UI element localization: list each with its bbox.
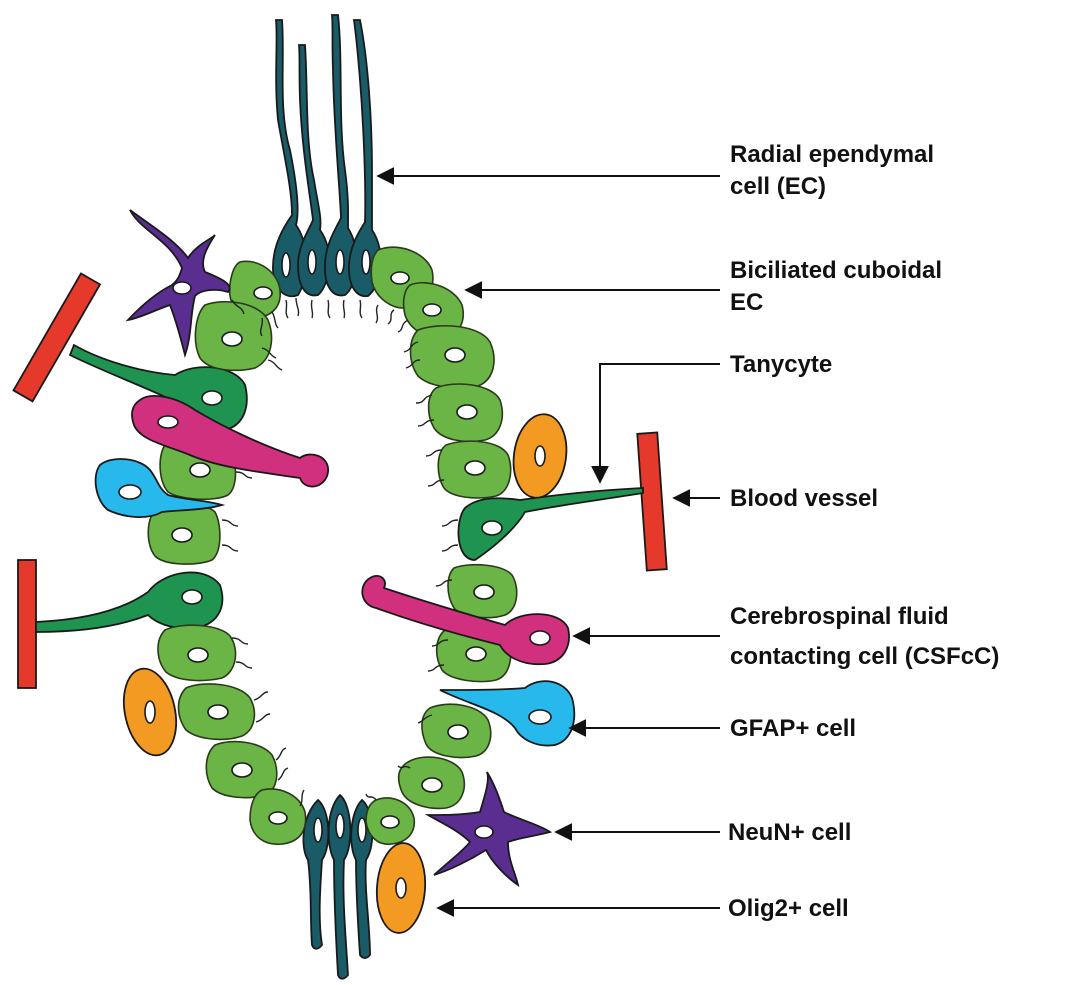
label-csfcc-2: contacting cell (CSFcC)	[730, 643, 999, 670]
label-tanycyte: Tanycyte	[730, 351, 832, 378]
radial-ependymal-cells-bottom	[303, 795, 372, 979]
blood-vessel-left-top	[13, 273, 100, 401]
blood-vessel-left-bottom	[18, 560, 36, 688]
label-radial-ependymal-2: cell (EC)	[730, 173, 826, 200]
label-biciliated-1: Biciliated cuboidal	[730, 257, 942, 284]
label-radial-ependymal-1: Radial ependymal	[730, 141, 934, 168]
label-biciliated-2: EC	[730, 289, 763, 316]
label-gfap: GFAP+ cell	[730, 715, 856, 742]
blood-vessel-right	[637, 432, 667, 570]
radial-ependymal-cells-top	[273, 15, 381, 296]
label-neun: NeuN+ cell	[728, 819, 851, 846]
label-olig2: Olig2+ cell	[728, 895, 849, 922]
label-blood-vessel: Blood vessel	[730, 485, 878, 512]
label-csfcc-1: Cerebrospinal fluid	[730, 603, 949, 630]
